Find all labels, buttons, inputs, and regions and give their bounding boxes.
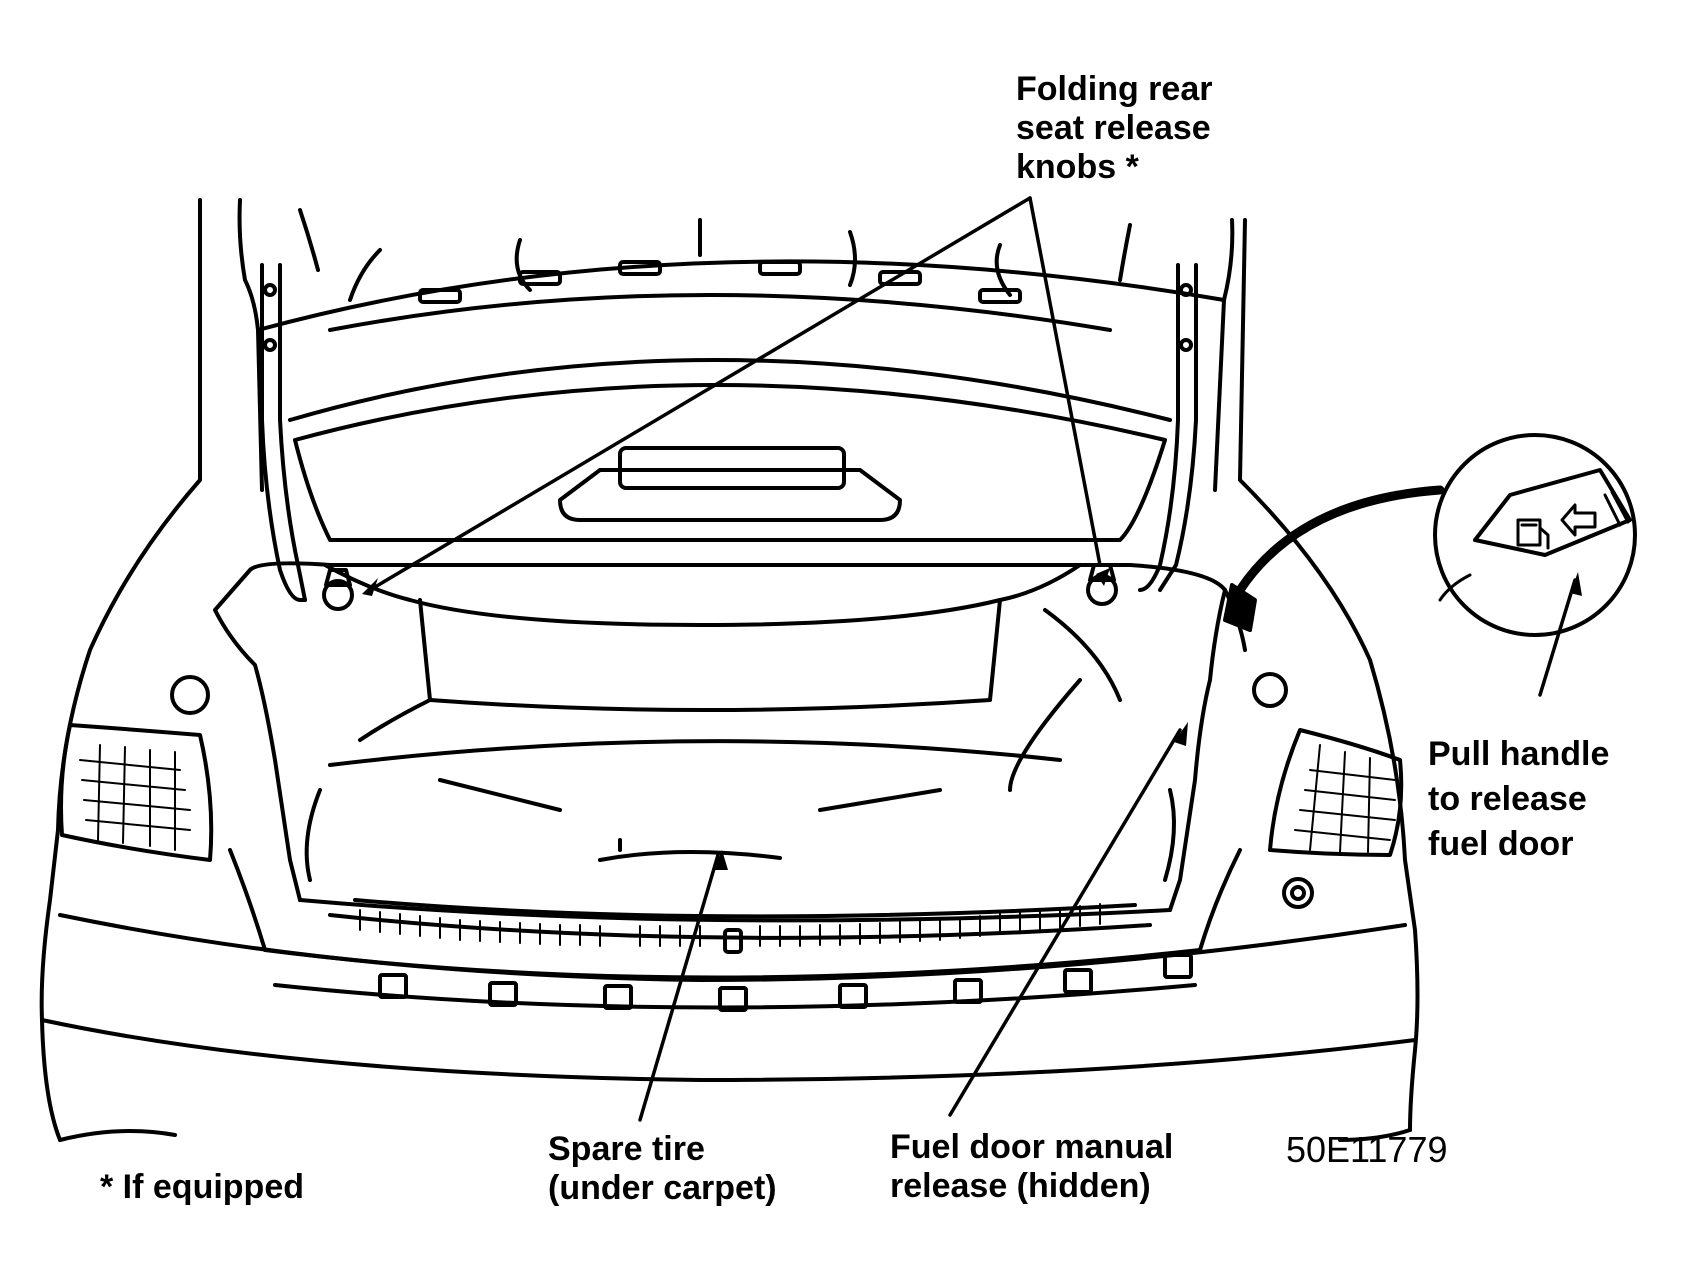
label-line: Pull handle <box>1428 735 1610 773</box>
label-line: Folding rear <box>1016 70 1213 108</box>
inset-circle <box>1433 433 1637 637</box>
label-line: fuel door <box>1428 825 1574 863</box>
label-line: release (hidden) <box>890 1167 1151 1205</box>
label-line: (under carpet) <box>548 1169 777 1207</box>
cable-to-inset <box>1235 485 1445 595</box>
label-folding-seat-release: Folding rear seat release knobs * <box>1016 70 1212 187</box>
trunk-opening <box>213 561 1247 954</box>
label-line: Fuel door manual <box>890 1128 1174 1166</box>
trunk-hinges <box>260 263 1198 602</box>
label-line: to release <box>1428 780 1587 818</box>
label-line: Spare tire <box>548 1130 705 1168</box>
trunk-lid <box>237 198 1235 542</box>
fuel-release-handle <box>1223 583 1257 632</box>
label-spare-tire: Spare tire (under carpet) <box>548 1130 777 1208</box>
figure-code: 50E11779 <box>1286 1129 1448 1170</box>
label-line: seat release <box>1016 109 1211 147</box>
fuel-pump-arrow-icon <box>1516 490 1630 550</box>
label-pull-handle: Pull handle to release fuel door <box>1428 732 1609 867</box>
rear-bumper <box>228 848 1242 1012</box>
leader-lines <box>368 196 1577 1122</box>
label-fuel-door-manual-release: Fuel door manual release (hidden) <box>890 1128 1173 1206</box>
label-line: knobs * <box>1016 148 1139 186</box>
leader-arrowheads <box>362 568 1582 870</box>
footnote: * If equipped <box>100 1168 304 1206</box>
seat-release-knobs <box>170 563 1288 715</box>
tail-lights <box>59 723 1404 909</box>
trunk-sill <box>359 903 1101 947</box>
